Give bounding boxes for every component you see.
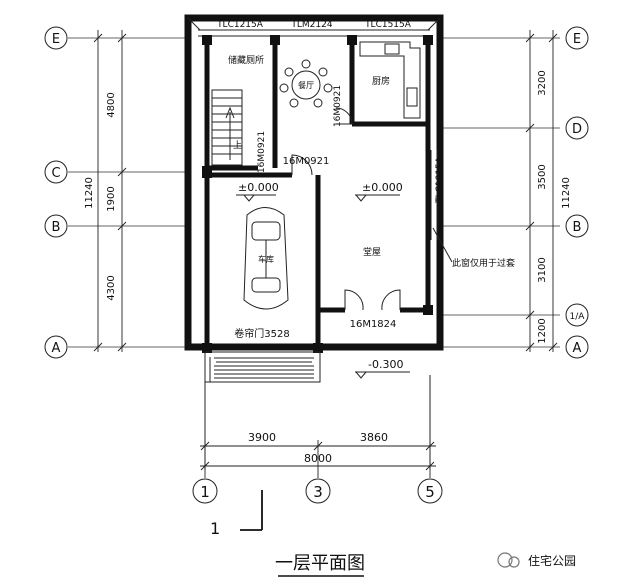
door-label-d3: 16M0921 [283, 156, 330, 167]
dining-table [279, 59, 333, 108]
level-marker-garage [236, 194, 276, 202]
dim-right-3100: 3100 [537, 257, 548, 282]
room-dining-label: 餐厅 [298, 81, 314, 90]
svg-text:E: E [52, 32, 60, 47]
axis-bubble-5: 5 [417, 478, 443, 504]
dim-right-total: 11240 [561, 177, 572, 209]
dim-right-1200: 1200 [537, 318, 548, 343]
staircase [211, 89, 243, 166]
svg-text:A: A [52, 341, 61, 356]
door-label-d1: 16M0921 [257, 131, 267, 173]
side-window [430, 150, 453, 263]
axis-bubble-E-right: E [565, 26, 589, 50]
drawing-title: 一层平面图 [275, 553, 365, 574]
axis-bubble-1A-right: 1/A [565, 303, 589, 327]
door-label-d4: 16M1824 [350, 319, 397, 330]
axis-bubble-3: 3 [305, 478, 331, 504]
dim-right-3500: 3500 [537, 164, 548, 189]
watermark: 住宅公园 [497, 552, 576, 568]
door-label-d2: 16M0921 [333, 85, 343, 127]
level-hall: ±0.000 [362, 181, 403, 194]
axis-bubble-1: 1 [192, 478, 218, 504]
window-label-w1: TLC1215A [216, 20, 264, 30]
level-garage: ±0.000 [238, 181, 279, 194]
stairs-up-label: 上 [233, 140, 242, 151]
dim-left-1900: 1900 [106, 186, 117, 211]
axis-bubble-B-right: B [565, 214, 589, 238]
svg-text:C: C [51, 166, 60, 181]
window-label-w4: TLC1815A [435, 156, 445, 204]
door-swings [291, 107, 401, 311]
left-dimension-lines [93, 30, 127, 352]
exterior-walls [184, 14, 444, 351]
level-outdoor: -0.300 [368, 358, 403, 371]
door-label-garage: 卷帘门3528 [234, 327, 289, 340]
room-storage-label: 储藏厕所 [228, 54, 264, 66]
level-marker-hall [355, 194, 400, 202]
level-marker-outdoor [355, 371, 410, 379]
room-garage-label: 车库 [258, 254, 274, 264]
dim-left-4300: 4300 [106, 275, 117, 300]
row-axis-lines [68, 37, 560, 348]
axis-bubble-A-right: A [565, 335, 589, 359]
room-hall-label: 堂屋 [363, 246, 381, 258]
svg-text:B: B [52, 220, 61, 235]
axis-bubble-D-right: D [565, 116, 589, 140]
section-cut-label: 1 [210, 519, 220, 538]
bottom-dimension-lines [200, 440, 436, 478]
room-kitchen-label: 厨房 [372, 75, 390, 87]
svg-text:B: B [573, 220, 582, 235]
right-dimension-lines [525, 30, 558, 352]
svg-text:1/A: 1/A [570, 312, 586, 322]
section-cut-mark [240, 490, 263, 531]
dim-bottom-3860: 3860 [360, 431, 388, 444]
dim-bottom-total: 8000 [304, 452, 332, 465]
entry-steps [204, 351, 321, 383]
car-symbol [243, 207, 289, 310]
kitchen-counter [359, 41, 421, 119]
dim-left-4800: 4800 [106, 92, 117, 117]
dim-right-3200: 3200 [537, 70, 548, 95]
dim-left-total: 11240 [84, 177, 95, 209]
dim-bottom-3900: 3900 [248, 431, 276, 444]
window-label-w2: TLM2124 [290, 20, 332, 30]
svg-text:5: 5 [425, 483, 435, 501]
svg-text:D: D [572, 122, 582, 137]
top-window-band [187, 17, 441, 37]
axis-bubble-A-left: A [44, 335, 68, 359]
svg-text:住宅公园: 住宅公园 [528, 553, 576, 568]
axis-bubble-B-left: B [44, 214, 68, 238]
window-note: 此窗仅用于过套 [452, 257, 515, 269]
axis-bubble-C-left: C [44, 160, 68, 184]
svg-text:1: 1 [200, 483, 210, 501]
svg-text:A: A [573, 341, 582, 356]
axis-bubble-E-left: E [44, 26, 68, 50]
interior-walls [204, 40, 431, 347]
structural-columns [202, 35, 433, 353]
svg-text:3: 3 [313, 483, 323, 501]
svg-text:E: E [573, 32, 581, 47]
window-label-w3: TLC1515A [364, 20, 412, 30]
